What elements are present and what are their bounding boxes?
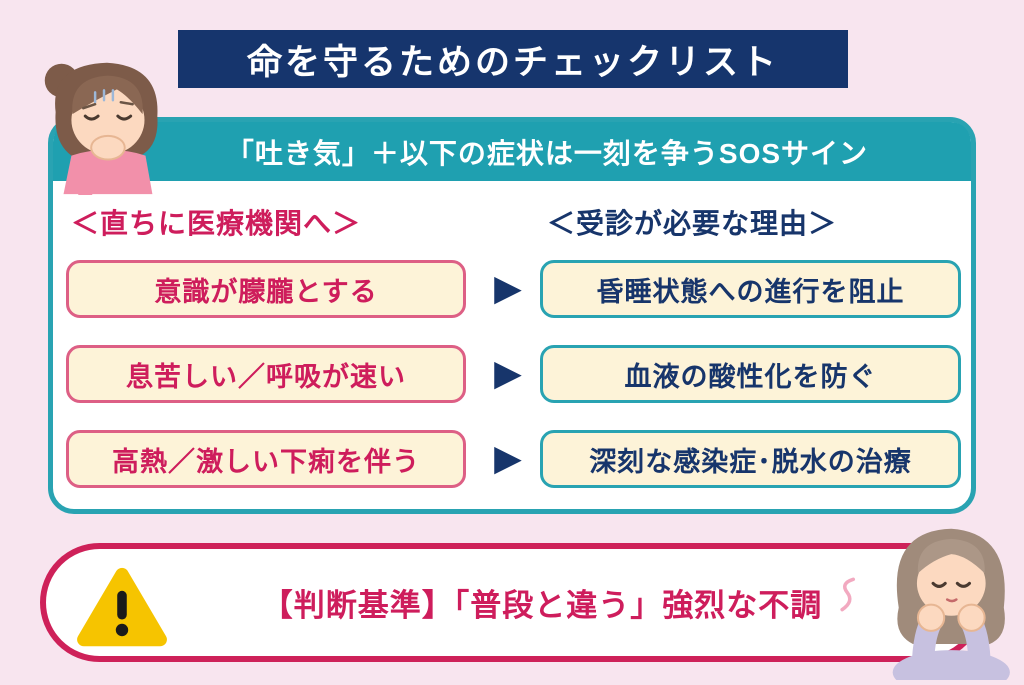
reason-box: 血液の酸性化を防ぐ xyxy=(540,345,961,403)
page-title-text: 命を守るためのチェックリスト xyxy=(246,42,779,82)
judgment-banner: 【判断基準】「普段と違う」強烈な不調 xyxy=(40,543,984,662)
warning-triangle-icon xyxy=(74,565,170,651)
arrow-right-icon: ▶ xyxy=(494,438,522,479)
symptom-text: 意識が朦朧とする xyxy=(154,276,378,307)
symptom-text: 高熱／激しい下痢を伴う xyxy=(112,446,420,477)
judgment-banner-text: 【判断基準】「普段と違う」強烈な不調 xyxy=(261,588,823,623)
checklist-row: 高熱／激しい下痢を伴う ▶ 深刻な感染症･脱水の治療 xyxy=(53,430,971,488)
reason-text: 昏睡状態への進行を阻止 xyxy=(596,276,905,307)
symptom-checklist-card: 「吐き気」＋以下の症状は一刻を争うSOSサイン ＜直ちに医療機関へ＞ ＜受診が必… xyxy=(48,117,976,514)
reason-box: 深刻な感染症･脱水の治療 xyxy=(540,430,961,488)
symptom-box: 高熱／激しい下痢を伴う xyxy=(66,430,466,488)
reason-text: 深刻な感染症･脱水の治療 xyxy=(589,446,912,477)
reason-box: 昏睡状態への進行を阻止 xyxy=(540,260,961,318)
tired-woman-illustration xyxy=(840,528,1010,680)
arrow-right-icon: ▶ xyxy=(494,353,522,394)
nauseous-woman-illustration xyxy=(44,62,158,195)
reason-text: 血液の酸性化を防ぐ xyxy=(624,361,877,392)
symptom-box: 息苦しい／呼吸が速い xyxy=(66,345,466,403)
card-banner: 「吐き気」＋以下の症状は一刻を争うSOSサイン xyxy=(53,122,971,181)
symptom-box: 意識が朦朧とする xyxy=(66,260,466,318)
page-title: 命を守るためのチェックリスト xyxy=(178,30,848,88)
checklist-row: 息苦しい／呼吸が速い ▶ 血液の酸性化を防ぐ xyxy=(53,345,971,403)
column-header-reasons: ＜受診が必要な理由＞ xyxy=(547,208,838,239)
column-header-symptoms: ＜直ちに医療機関へ＞ xyxy=(71,208,362,239)
card-banner-text: 「吐き気」＋以下の症状は一刻を争うSOSサイン xyxy=(225,137,869,169)
arrow-right-icon: ▶ xyxy=(494,268,522,309)
checklist-row: 意識が朦朧とする ▶ 昏睡状態への進行を阻止 xyxy=(53,260,971,318)
symptom-text: 息苦しい／呼吸が速い xyxy=(126,361,406,392)
